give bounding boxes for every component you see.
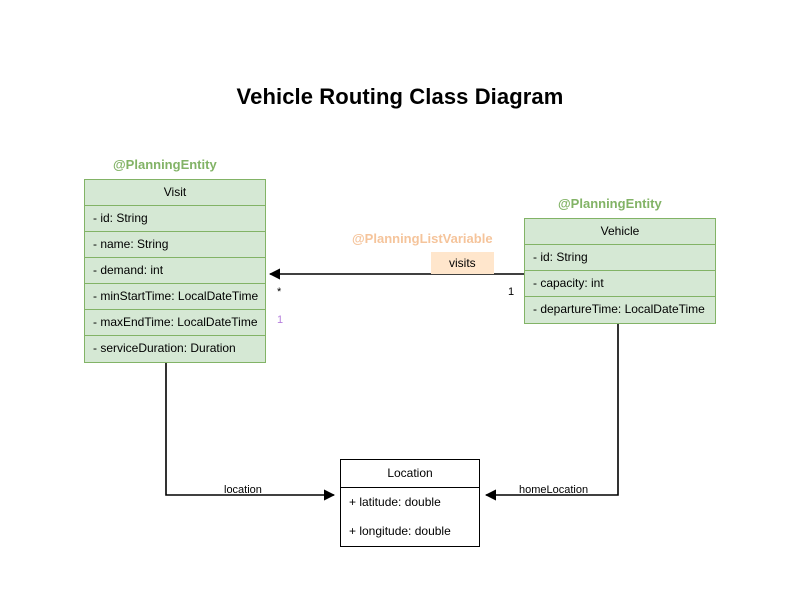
class-attribute: + latitude: double <box>349 495 441 509</box>
edge-label-location: location <box>224 484 262 496</box>
edge-label-home-location: homeLocation <box>519 484 589 496</box>
multiplicity-vehicle-side: 1 <box>508 286 515 298</box>
class-attribute: - departureTime: LocalDateTime <box>533 302 705 316</box>
annotation-visit-planning-entity: @PlanningEntity <box>113 157 217 172</box>
edge-label-visits: visits <box>431 252 494 274</box>
page-title: Vehicle Routing Class Diagram <box>236 84 564 109</box>
edge-vehicle-homelocation <box>484 322 619 501</box>
class-attribute: - capacity: int <box>525 271 715 297</box>
class-box-visit[interactable]: Visit - id: String - name: String - dema… <box>84 179 266 363</box>
class-attribute: - id: String <box>525 245 715 271</box>
class-attribute: - name: String <box>85 232 265 258</box>
multiplicity-visit-side: * <box>277 286 282 298</box>
class-box-location[interactable]: Location + latitude: double + longitude:… <box>340 459 480 547</box>
class-attribute: - minStartTime: LocalDateTime <box>85 284 265 310</box>
class-name-location: Location <box>341 460 479 488</box>
class-name-vehicle: Vehicle <box>525 219 715 245</box>
annotation-vehicle-planning-entity: @PlanningEntity <box>558 196 662 211</box>
class-attribute: - id: String <box>85 206 265 232</box>
class-attribute: - serviceDuration: Duration <box>93 341 236 355</box>
class-attribute: + longitude: double <box>349 524 451 538</box>
annotation-planning-list-variable: @PlanningListVariable <box>352 231 493 246</box>
class-name-visit: Visit <box>85 180 265 206</box>
multiplicity-visit-secondary: 1 <box>277 314 284 326</box>
class-box-vehicle[interactable]: Vehicle - id: String - capacity: int - d… <box>524 218 716 324</box>
class-attribute: - demand: int <box>85 258 265 284</box>
class-attribute: - maxEndTime: LocalDateTime <box>85 310 265 336</box>
edge-visit-location <box>165 363 336 501</box>
